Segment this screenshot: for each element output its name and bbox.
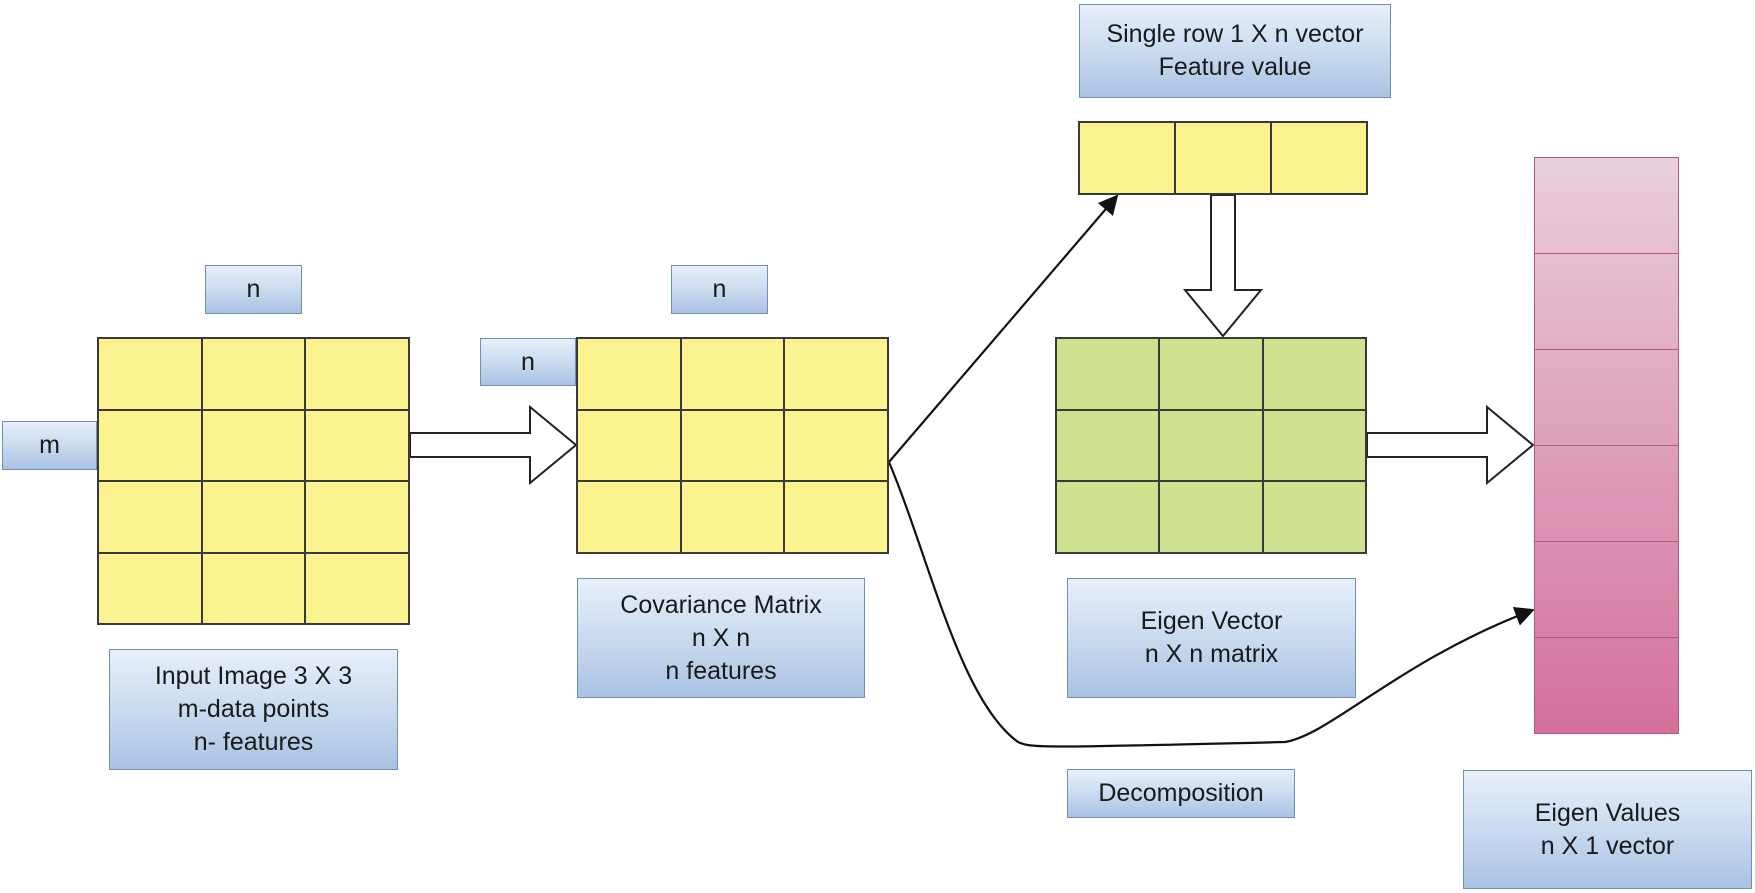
arrow-decomposition-to-eigval — [887, 461, 1535, 748]
matrix-cell — [201, 409, 306, 481]
arrow-covariance-to-row — [888, 194, 1119, 463]
eigen-value-cell — [1535, 158, 1678, 254]
matrix-cell — [784, 481, 888, 553]
matrix-cell — [1262, 409, 1366, 482]
matrix-cell — [1262, 481, 1366, 553]
matrix-cell — [680, 481, 785, 553]
label-text: Decomposition — [1098, 779, 1264, 807]
matrix-cell — [577, 338, 681, 410]
label-text: n X 1 vector — [1540, 831, 1675, 860]
covariance-n-left-label: n — [480, 338, 576, 386]
matrix-cell — [577, 481, 681, 553]
matrix-cell — [1262, 338, 1366, 410]
block-arrow-eigvec-to-eigval — [1366, 404, 1535, 486]
label-text: n X n — [691, 623, 751, 652]
covariance-caption: Covariance Matrix n X n n features — [577, 578, 865, 698]
label-text: Covariance Matrix — [620, 590, 822, 619]
matrix-cell — [784, 338, 888, 410]
eigen-value-cell — [1535, 350, 1678, 446]
label-text: n X n matrix — [1144, 640, 1279, 668]
input-caption: Input Image 3 X 3 m-data points n- featu… — [109, 649, 398, 770]
matrix-cell — [1159, 338, 1263, 410]
label-text: n — [712, 275, 727, 303]
matrix-cell — [1056, 409, 1160, 482]
eigen-value-cell — [1535, 542, 1678, 638]
label-text: n features — [665, 656, 777, 685]
decomposition-label: Decomposition — [1067, 769, 1295, 818]
label-text: Input Image 3 X 3 — [154, 662, 353, 690]
matrix-cell — [1056, 338, 1160, 410]
eigen-values-caption: Eigen Values n X 1 vector — [1463, 770, 1752, 889]
matrix-cell — [680, 338, 785, 410]
eigen-value-cell — [1535, 254, 1678, 350]
label-text: Single row 1 X n vector — [1106, 20, 1364, 48]
matrix-cell — [1159, 409, 1263, 482]
eigen-value-cell — [1535, 446, 1678, 542]
label-text: Feature value — [1158, 53, 1312, 81]
eigen-value-cell — [1535, 638, 1678, 733]
matrix-cell — [1159, 481, 1263, 553]
matrix-cell — [98, 552, 202, 624]
matrix-cell — [201, 552, 306, 624]
matrix-cell — [201, 338, 306, 410]
covariance-matrix — [576, 337, 889, 554]
matrix-cell — [305, 481, 409, 553]
matrix-cell — [305, 552, 409, 624]
label-text: m-data points — [177, 695, 330, 723]
matrix-cell — [680, 409, 785, 482]
label-text: Eigen Values — [1534, 798, 1681, 827]
matrix-cell — [98, 481, 202, 553]
label-text: n — [246, 275, 261, 303]
input-matrix — [97, 337, 410, 625]
feature-row-vector — [1078, 121, 1368, 195]
block-arrow-row-to-eigvec — [1182, 194, 1264, 338]
matrix-cell — [201, 481, 306, 553]
label-text: n — [521, 347, 535, 376]
block-arrow-input-to-covariance — [409, 404, 578, 486]
matrix-cell — [305, 338, 409, 410]
label-text: Eigen Vector — [1140, 607, 1283, 635]
matrix-cell — [577, 409, 681, 482]
input-m-label: m — [2, 421, 97, 470]
label-text: m — [39, 431, 60, 459]
matrix-cell — [1056, 481, 1160, 553]
input-n-label: n — [205, 265, 302, 314]
matrix-cell — [98, 409, 202, 481]
eigen-vector-matrix — [1055, 337, 1367, 554]
matrix-cell — [305, 409, 409, 481]
covariance-n-top-label: n — [671, 265, 768, 314]
matrix-cell — [1175, 122, 1271, 194]
matrix-cell — [784, 409, 888, 482]
feature-row-caption: Single row 1 X n vector Feature value — [1079, 4, 1391, 98]
eigen-values-column — [1534, 157, 1679, 734]
label-text: n- features — [193, 728, 314, 756]
eigen-vector-caption: Eigen Vector n X n matrix — [1067, 578, 1356, 698]
matrix-cell — [98, 338, 202, 410]
matrix-cell — [1271, 122, 1367, 194]
matrix-cell — [1079, 122, 1175, 194]
